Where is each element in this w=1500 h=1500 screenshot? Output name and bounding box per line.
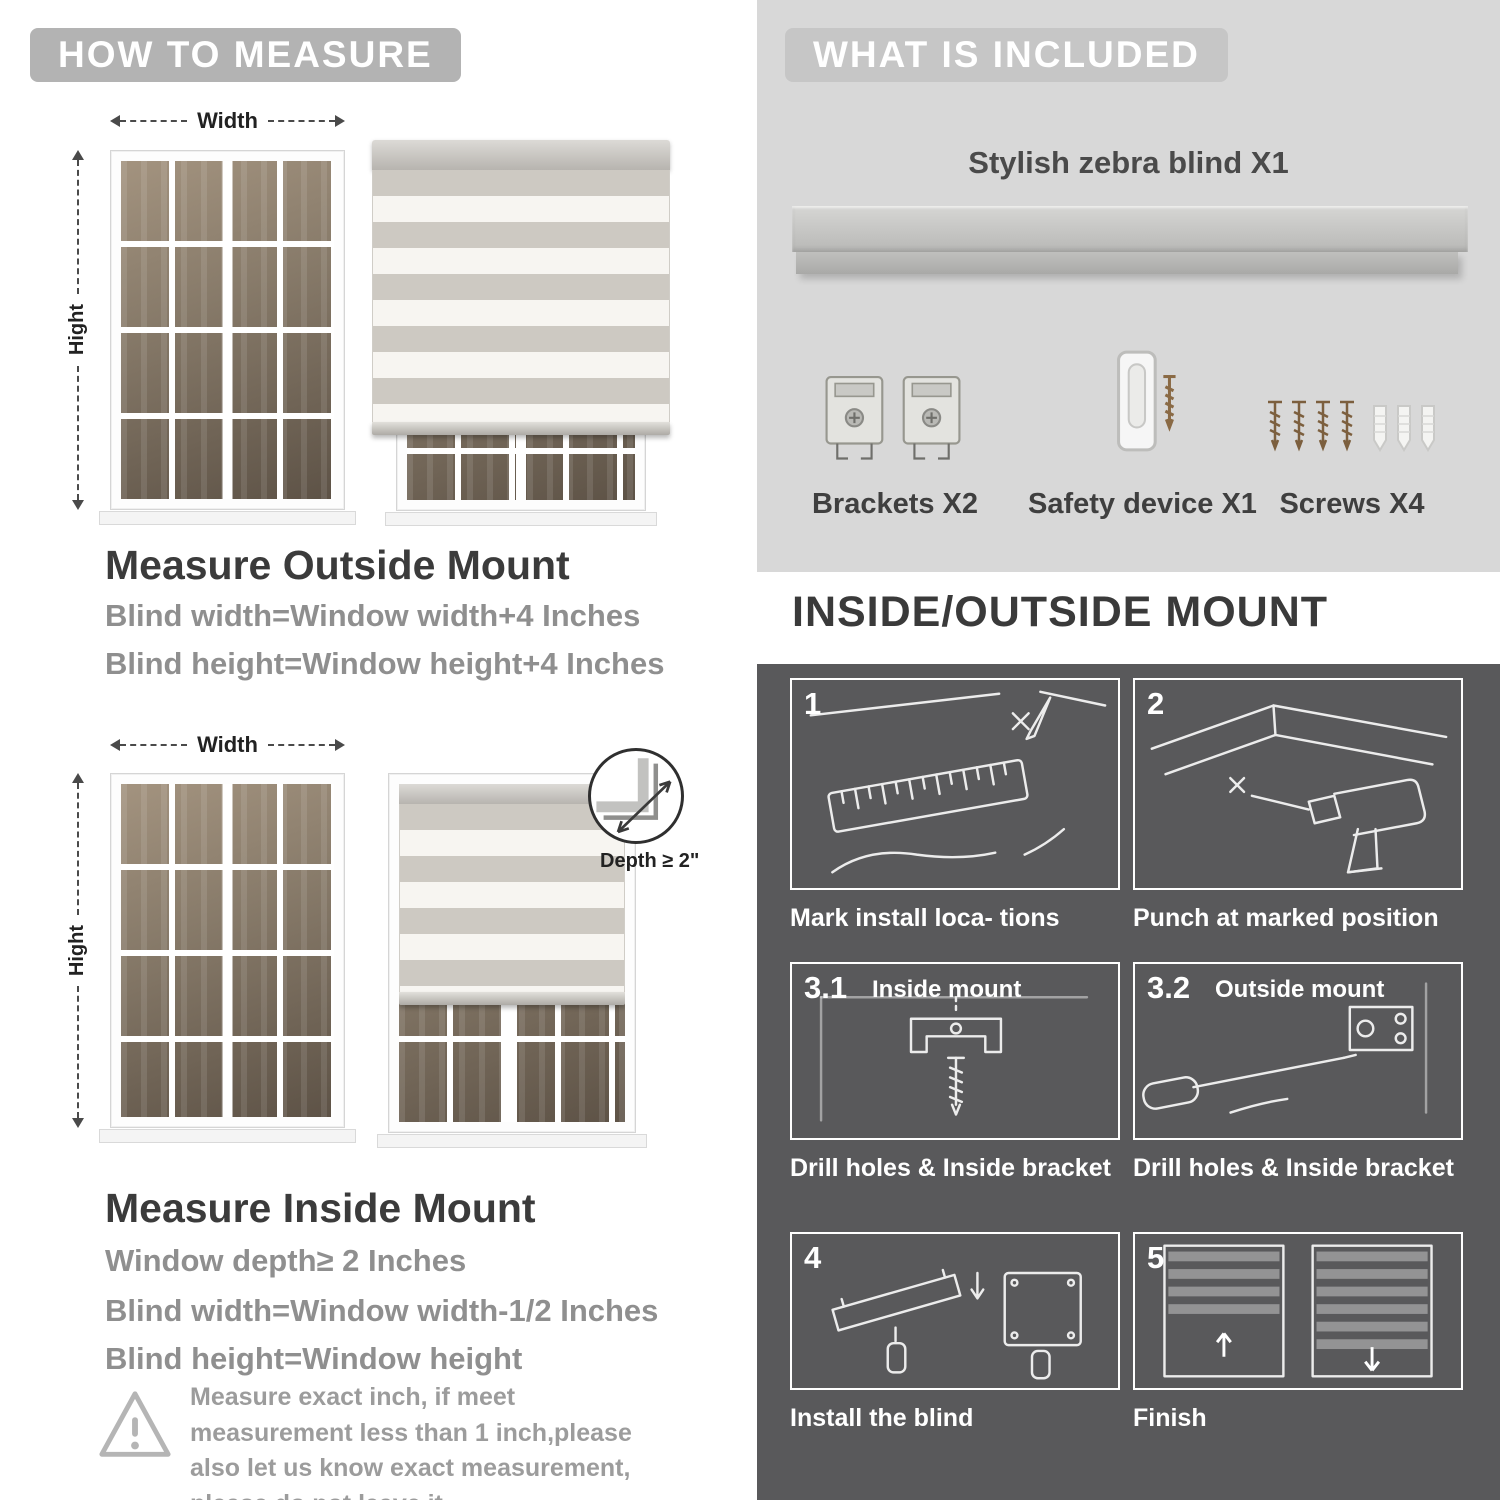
step-2: 2 Punch at marked position (1133, 678, 1463, 933)
outside-bracket-icon (1142, 982, 1428, 1114)
zebra-blind-headrail (792, 206, 1468, 274)
arrow-left-icon (110, 115, 120, 127)
measure-rule: Window depth≥ 2 Inches (105, 1243, 467, 1278)
arrow-left-icon (110, 739, 120, 751)
window-panes (121, 784, 334, 1117)
mount-header: INSIDE/OUTSIDE MOUNT (792, 588, 1329, 636)
step-caption: Finish (1133, 1404, 1207, 1432)
measure-rule: Blind width=Window width-1/2 Inches (105, 1293, 659, 1328)
step-number: 1 (804, 686, 822, 721)
height-label: Hight (66, 924, 88, 977)
arrow-right-icon (335, 115, 346, 127)
brackets-label: Brackets X2 (811, 488, 979, 520)
width-arrow: Width (110, 108, 346, 134)
depth-label: Depth ≥ 2" (600, 850, 700, 872)
outside-mount-title: Measure Outside Mount (105, 542, 570, 588)
drill-icon (1150, 704, 1448, 874)
mount-steps-panel (757, 664, 1500, 1500)
step-sublabel: Inside mount (872, 976, 1022, 1003)
zebra-stripes (372, 170, 670, 422)
step-3-1: 3.1 Inside mount Drill holes & Inside br… (790, 962, 1120, 1183)
brackets-icon (825, 376, 961, 460)
window-sill (99, 511, 356, 525)
window-sill (377, 1134, 647, 1148)
step-number: 2 (1147, 686, 1165, 721)
warning-triangle-icon (99, 1391, 171, 1457)
step-5: 5 Finish (1133, 1232, 1463, 1433)
safety-device-label: Safety device X1 (1028, 488, 1257, 520)
screws-label: Screws X4 (1279, 488, 1425, 520)
included-panel (757, 0, 1500, 572)
step-caption: Drill holes & Inside bracket (1133, 1154, 1454, 1182)
screws-icon (1268, 400, 1435, 452)
window-corner-detail-icon (596, 758, 672, 834)
height-arrow: Hight (66, 150, 89, 510)
window-illustration (99, 773, 356, 1143)
height-label: Hight (66, 304, 88, 356)
blind-bottom-rail (372, 422, 670, 435)
product-label: Stylish zebra blind X1 (968, 145, 1289, 180)
step-3-2: 3.2 Outside mount Drill holes & Inside b… (1133, 962, 1463, 1183)
width-label: Width (197, 108, 258, 133)
step-sublabel: Outside mount (1215, 976, 1385, 1003)
mark-locations-icon (809, 690, 1107, 874)
step-number: 3.1 (804, 970, 848, 1005)
arrow-down-icon (71, 500, 84, 510)
mount-header-strip (757, 572, 1500, 664)
inside-mount-title: Measure Inside Mount (105, 1185, 536, 1231)
step-4: 4 Install the blind (790, 1232, 1120, 1433)
height-arrow: Hight (66, 773, 89, 1128)
measure-warning: Measure exact inch, if meet measurement … (190, 1383, 632, 1500)
step-number: 4 (804, 1240, 822, 1275)
inside-mount-illustration (377, 773, 647, 1148)
measure-rule: Blind width=Window width+4 Inches (105, 598, 641, 633)
width-arrow: Width (110, 732, 346, 758)
blind-bottom-rail (399, 992, 625, 1005)
window-panes (121, 161, 334, 499)
how-to-measure-header: HOW TO MEASURE (30, 28, 461, 82)
install-blind-icon (831, 1268, 1082, 1380)
step-caption: Mark install loca- tions (790, 904, 1060, 932)
step-caption: Install the blind (790, 1404, 974, 1432)
zebra-blind (372, 140, 670, 435)
window-sill (99, 1129, 356, 1143)
finish-icon (1163, 1244, 1433, 1378)
inside-bracket-icon (819, 996, 1089, 1122)
outside-mount-illustration (372, 140, 670, 526)
arrow-up-icon (71, 773, 84, 783)
blind-cassette (399, 784, 625, 804)
what-is-included-header: WHAT IS INCLUDED (785, 28, 1228, 82)
zebra-stripes (399, 804, 625, 992)
step-number: 5 (1147, 1240, 1165, 1275)
window-illustration (99, 150, 356, 525)
step-caption: Punch at marked position (1133, 904, 1439, 932)
depth-zoom-circle (588, 748, 684, 844)
measure-rule: Blind height=Window height (105, 1341, 523, 1376)
arrow-right-icon (335, 739, 346, 751)
step-1: 1 Mark install loca- tions (790, 678, 1120, 933)
window-sill (385, 512, 657, 526)
measure-rule: Blind height=Window height+4 Inches (105, 646, 665, 681)
width-label: Width (197, 732, 258, 757)
arrow-up-icon (71, 150, 84, 160)
step-number: 3.2 (1147, 970, 1191, 1005)
step-caption: Drill holes & Inside bracket (790, 1154, 1111, 1182)
zebra-blind (399, 784, 625, 1005)
blind-cassette (372, 140, 670, 170)
safety-device-icon (1117, 350, 1176, 452)
arrow-down-icon (71, 1118, 84, 1128)
